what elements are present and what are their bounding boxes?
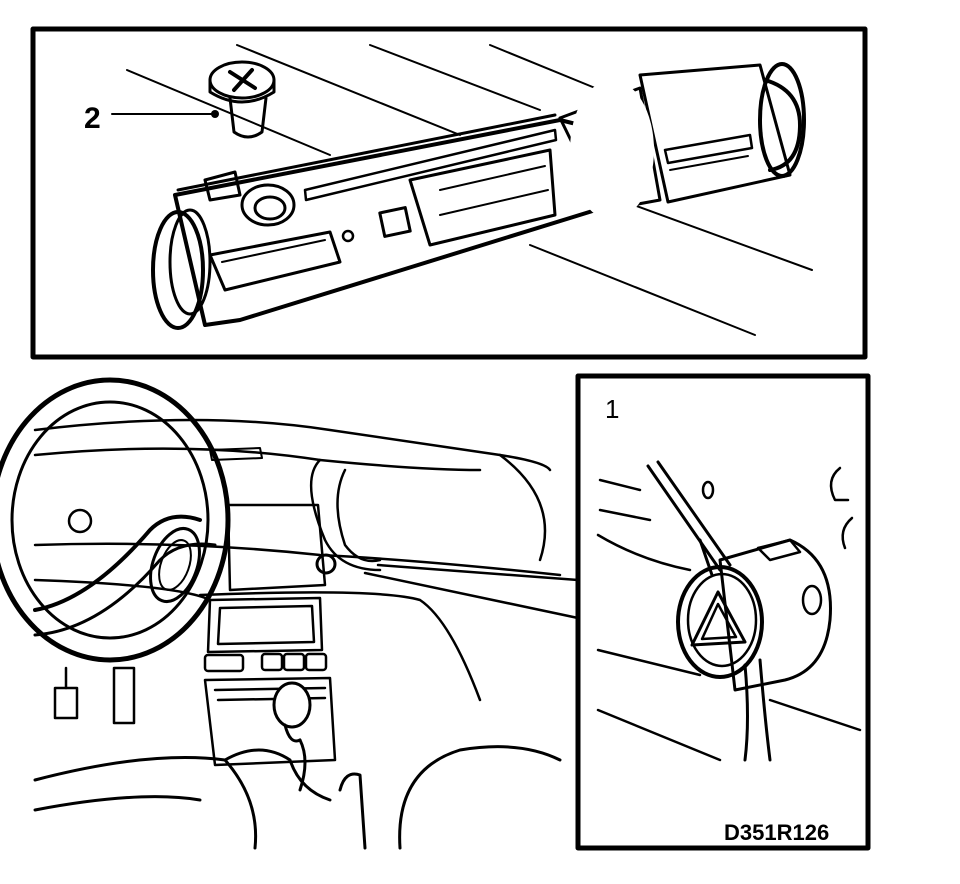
perspective-lines [126,44,813,336]
prying-tool [646,460,732,577]
gear-lever [272,681,312,792]
steering-wheel [0,377,231,663]
hazard-switch [676,538,832,762]
detail-panel-frame [575,373,871,851]
detail-contours [596,466,862,762]
detail-pointer [363,563,580,620]
dashboard-view [0,377,580,850]
pedals [53,666,136,725]
screw-callout-label: 2 [84,102,101,135]
instrument-cluster [226,503,327,592]
seats [33,745,562,850]
detail-panel: 1 D351R126 [575,373,871,851]
center-console [203,596,337,767]
leader-dot [211,110,219,118]
switch-housing [151,113,614,330]
top-panel: 2 [30,26,868,360]
detail-callout-label: 1 [605,394,619,424]
hazard-switch-location [315,553,337,575]
figure-code: D351R126 [724,820,829,845]
screw [208,60,276,139]
glare-highlight [570,80,654,220]
top-panel-frame [30,26,868,360]
dashboard-contours [33,418,562,702]
